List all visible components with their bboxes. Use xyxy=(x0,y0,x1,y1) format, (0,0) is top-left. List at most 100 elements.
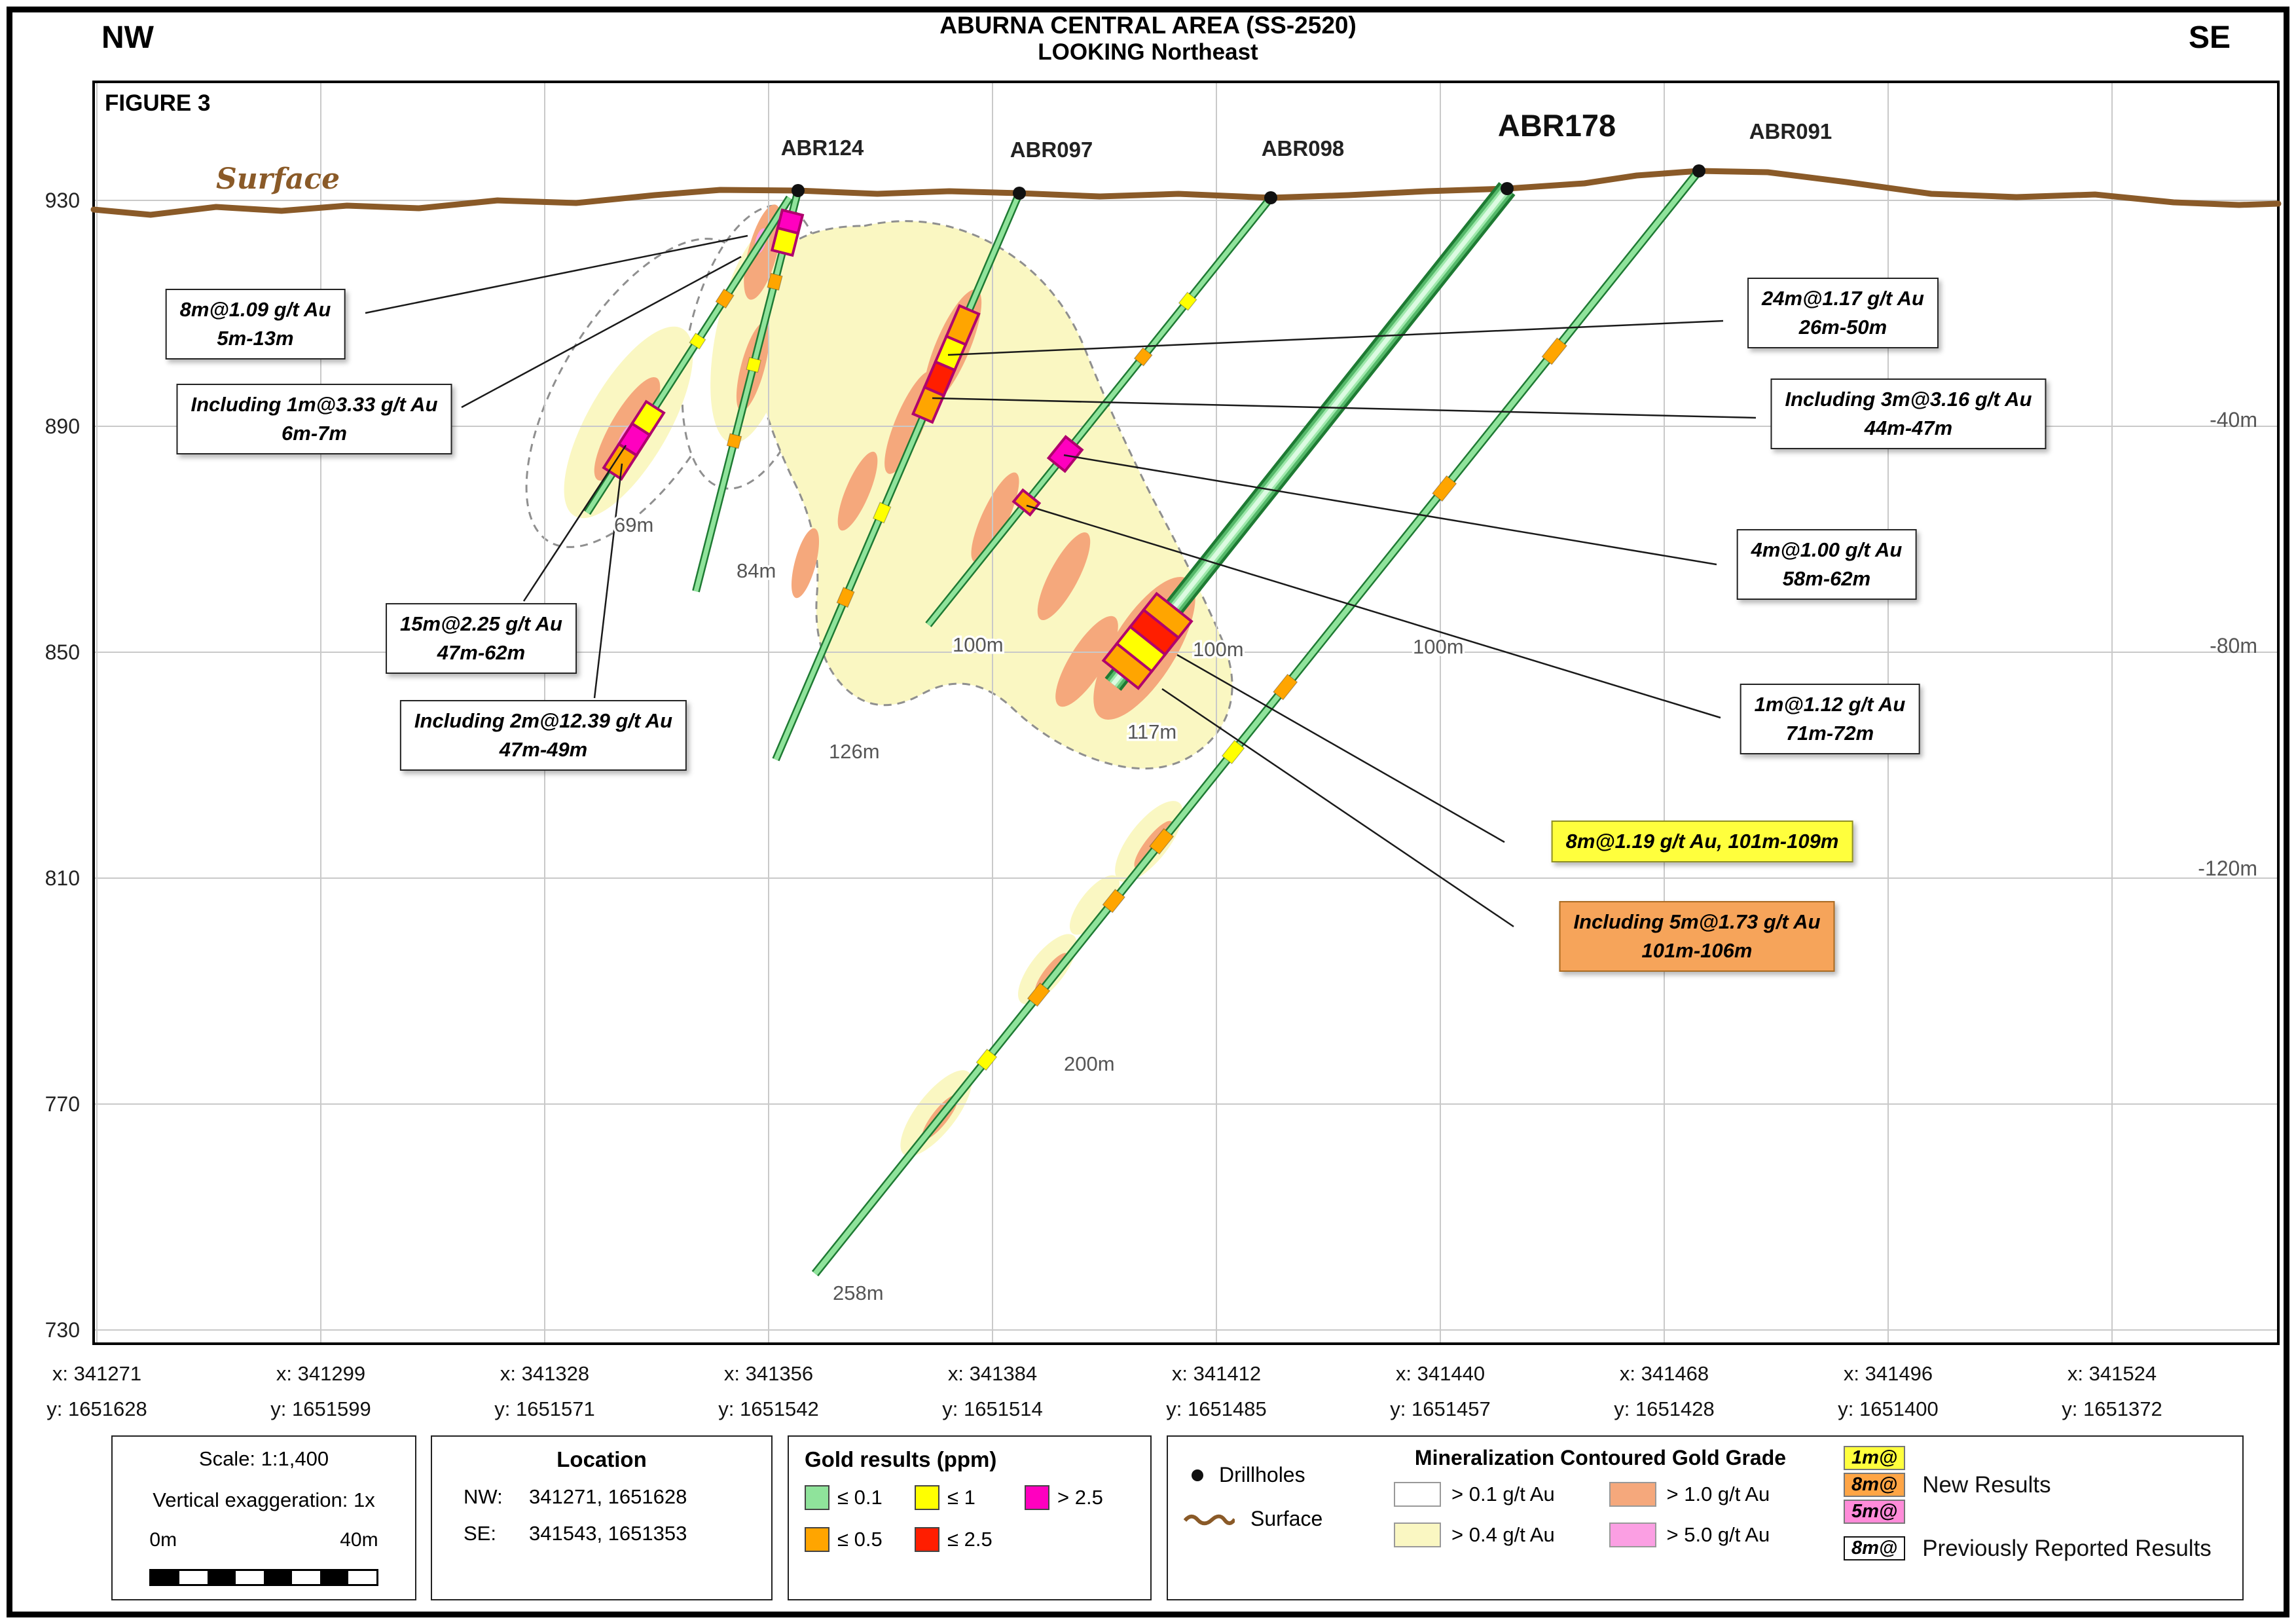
section-coordinate-y: y: 1651428 xyxy=(1614,1397,1714,1420)
previous-results-row: 8m@ Previously Reported Results xyxy=(1844,1534,2227,1563)
callout-leader-line xyxy=(947,320,1724,356)
contour-swatch-white xyxy=(1394,1482,1441,1507)
mineralization-title: Mineralization Contoured Gold Grade xyxy=(1414,1446,1787,1469)
location-value: 341271, 1651628 xyxy=(529,1485,687,1508)
depth-label-right: -120m xyxy=(2198,857,2257,880)
drillhole-collar-dot xyxy=(1501,182,1514,195)
assay-interval-orange xyxy=(1149,828,1175,855)
page-title: ABURNA CENTRAL AREA (SS-2520) xyxy=(939,12,1357,39)
drillhole-collar-dot xyxy=(1264,191,1277,204)
contour-label: > 1.0 g/t Au xyxy=(1666,1483,1770,1505)
drillhole-dot-icon xyxy=(1192,1469,1203,1481)
drillhole-collar-dot xyxy=(792,184,805,197)
section-coordinate-x: x: 341468 xyxy=(1620,1362,1709,1385)
drillhole-label: ABR124 xyxy=(781,136,864,160)
gold-grade-item: ≤ 0.5 xyxy=(805,1527,915,1552)
section-coordinate-x: x: 341328 xyxy=(500,1362,589,1385)
depth-mark-label: 117m xyxy=(1127,720,1176,743)
new-result-tag-yellow: 1m@ xyxy=(1844,1446,1906,1470)
callout-text-line: 5m-13m xyxy=(217,327,294,350)
assay-interval-yellow xyxy=(975,1048,998,1071)
assay-interval-orange xyxy=(602,442,639,481)
drillhole-trace xyxy=(773,192,1022,761)
grade-swatch-orange xyxy=(805,1527,829,1552)
depth-mark-label: 84m xyxy=(737,559,776,582)
section-coordinate-x: x: 341299 xyxy=(276,1362,365,1385)
assay-interval-magenta xyxy=(1046,435,1084,473)
assay-interval-orange xyxy=(1273,673,1298,701)
grade-swatch-yellow xyxy=(915,1485,939,1510)
assay-interval-orange xyxy=(1102,889,1126,913)
assay-interval-yellow xyxy=(1221,739,1245,765)
location-key: SE: xyxy=(464,1522,496,1545)
assay-interval-yellow xyxy=(1178,291,1197,311)
page-subtitle: LOOKING Northeast xyxy=(1038,39,1258,65)
elevation-label: 930 xyxy=(45,189,80,212)
location-value: 341543, 1651353 xyxy=(529,1522,687,1545)
depth-mark-label: 69m xyxy=(614,513,653,536)
callout-text-line: Including 3m@3.16 g/t Au xyxy=(1785,387,2032,411)
surface-legend-label: Surface xyxy=(1250,1507,1323,1530)
contour-swatch-salmon xyxy=(1609,1482,1656,1507)
contour-label: > 5.0 g/t Au xyxy=(1666,1523,1770,1546)
depth-mark-label: 126m xyxy=(829,740,880,763)
location-row-nw: NW: 341271, 1651628 xyxy=(454,1485,749,1509)
callout-text-line: 47m-49m xyxy=(499,738,588,761)
elevation-label: 810 xyxy=(45,866,80,890)
contour-item: > 0.1 g/t Au xyxy=(1394,1482,1592,1507)
contour-label: > 0.4 g/t Au xyxy=(1451,1523,1555,1546)
callout-text-line: 47m-62m xyxy=(437,641,526,664)
callout-text-line: Including 1m@3.33 g/t Au xyxy=(191,392,438,416)
drillholes-legend-row: Drillholes xyxy=(1184,1463,1357,1487)
drillholes-label: Drillholes xyxy=(1219,1463,1305,1486)
surface-line xyxy=(90,168,2282,218)
grade-label: ≤ 2.5 xyxy=(947,1528,993,1551)
surface-legend-row: Surface xyxy=(1184,1507,1357,1531)
callout-text-line: 8m@1.09 g/t Au xyxy=(179,297,331,321)
assay-interval-orange xyxy=(1101,642,1154,690)
assay-interval-orange xyxy=(726,433,742,449)
gold-results-title: Gold results (ppm) xyxy=(805,1447,997,1471)
scalebar-labels: 0m 40m xyxy=(149,1529,378,1551)
location-title: Location xyxy=(556,1447,647,1471)
new-result-tag-orange: 8m@ xyxy=(1844,1473,1906,1497)
callout-leader-line xyxy=(932,397,1757,419)
results-column: 1m@ 8m@ 5m@ New Results 8m@ Previously R… xyxy=(1844,1446,2227,1590)
callout-text-line: 101m-106m xyxy=(1641,939,1753,962)
previous-result-tag: 8m@ xyxy=(1844,1536,1906,1561)
mineralization-contour-salmon xyxy=(1037,532,1091,621)
callout-text-line: 6m-7m xyxy=(282,422,347,445)
new-results-row: 1m@ 8m@ 5m@ New Results xyxy=(1844,1446,2227,1524)
grade-label: > 2.5 xyxy=(1057,1486,1103,1509)
assay-interval-orange xyxy=(715,288,735,309)
callout-text-line: Including 2m@12.39 g/t Au xyxy=(414,709,673,732)
callout-text-line: 26m-50m xyxy=(1798,316,1887,339)
contour-swatch-yellow xyxy=(1394,1522,1441,1547)
callout-incl-1m-3-33: Including 1m@3.33 g/t Au 6m-7m xyxy=(176,383,452,455)
assay-interval-orange xyxy=(1011,488,1042,517)
grade-swatch-green xyxy=(805,1485,829,1510)
assay-interval-yellow xyxy=(689,332,706,350)
assay-interval-orange xyxy=(1541,337,1568,365)
callout-8m-1-09: 8m@1.09 g/t Au 5m-13m xyxy=(165,288,346,360)
callout-text-line: 58m-62m xyxy=(1782,567,1871,590)
new-results-label: New Results xyxy=(1922,1471,2051,1498)
assay-interval-orange xyxy=(836,587,855,608)
scalebar-min-label: 0m xyxy=(149,1529,177,1551)
contour-item: > 5.0 g/t Au xyxy=(1609,1522,1808,1547)
grade-label: ≤ 0.5 xyxy=(837,1528,883,1551)
contour-item: > 0.4 g/t Au xyxy=(1394,1522,1592,1547)
callout-incl-2m-12-39: Including 2m@12.39 g/t Au 47m-49m xyxy=(399,699,687,771)
corner-label-se: SE xyxy=(2188,20,2231,55)
grade-swatch-magenta xyxy=(1025,1485,1049,1510)
location-key: NW: xyxy=(464,1485,503,1508)
plot-frame xyxy=(92,81,2280,1345)
legend-location-box: Location NW: 341271, 1651628 SE: 341543,… xyxy=(431,1435,773,1600)
depth-mark-label: 100m xyxy=(1193,638,1244,661)
section-coordinate-x: x: 341496 xyxy=(1844,1362,1933,1385)
new-result-tag-pink: 5m@ xyxy=(1844,1500,1906,1524)
assay-interval-yellow xyxy=(770,226,800,257)
